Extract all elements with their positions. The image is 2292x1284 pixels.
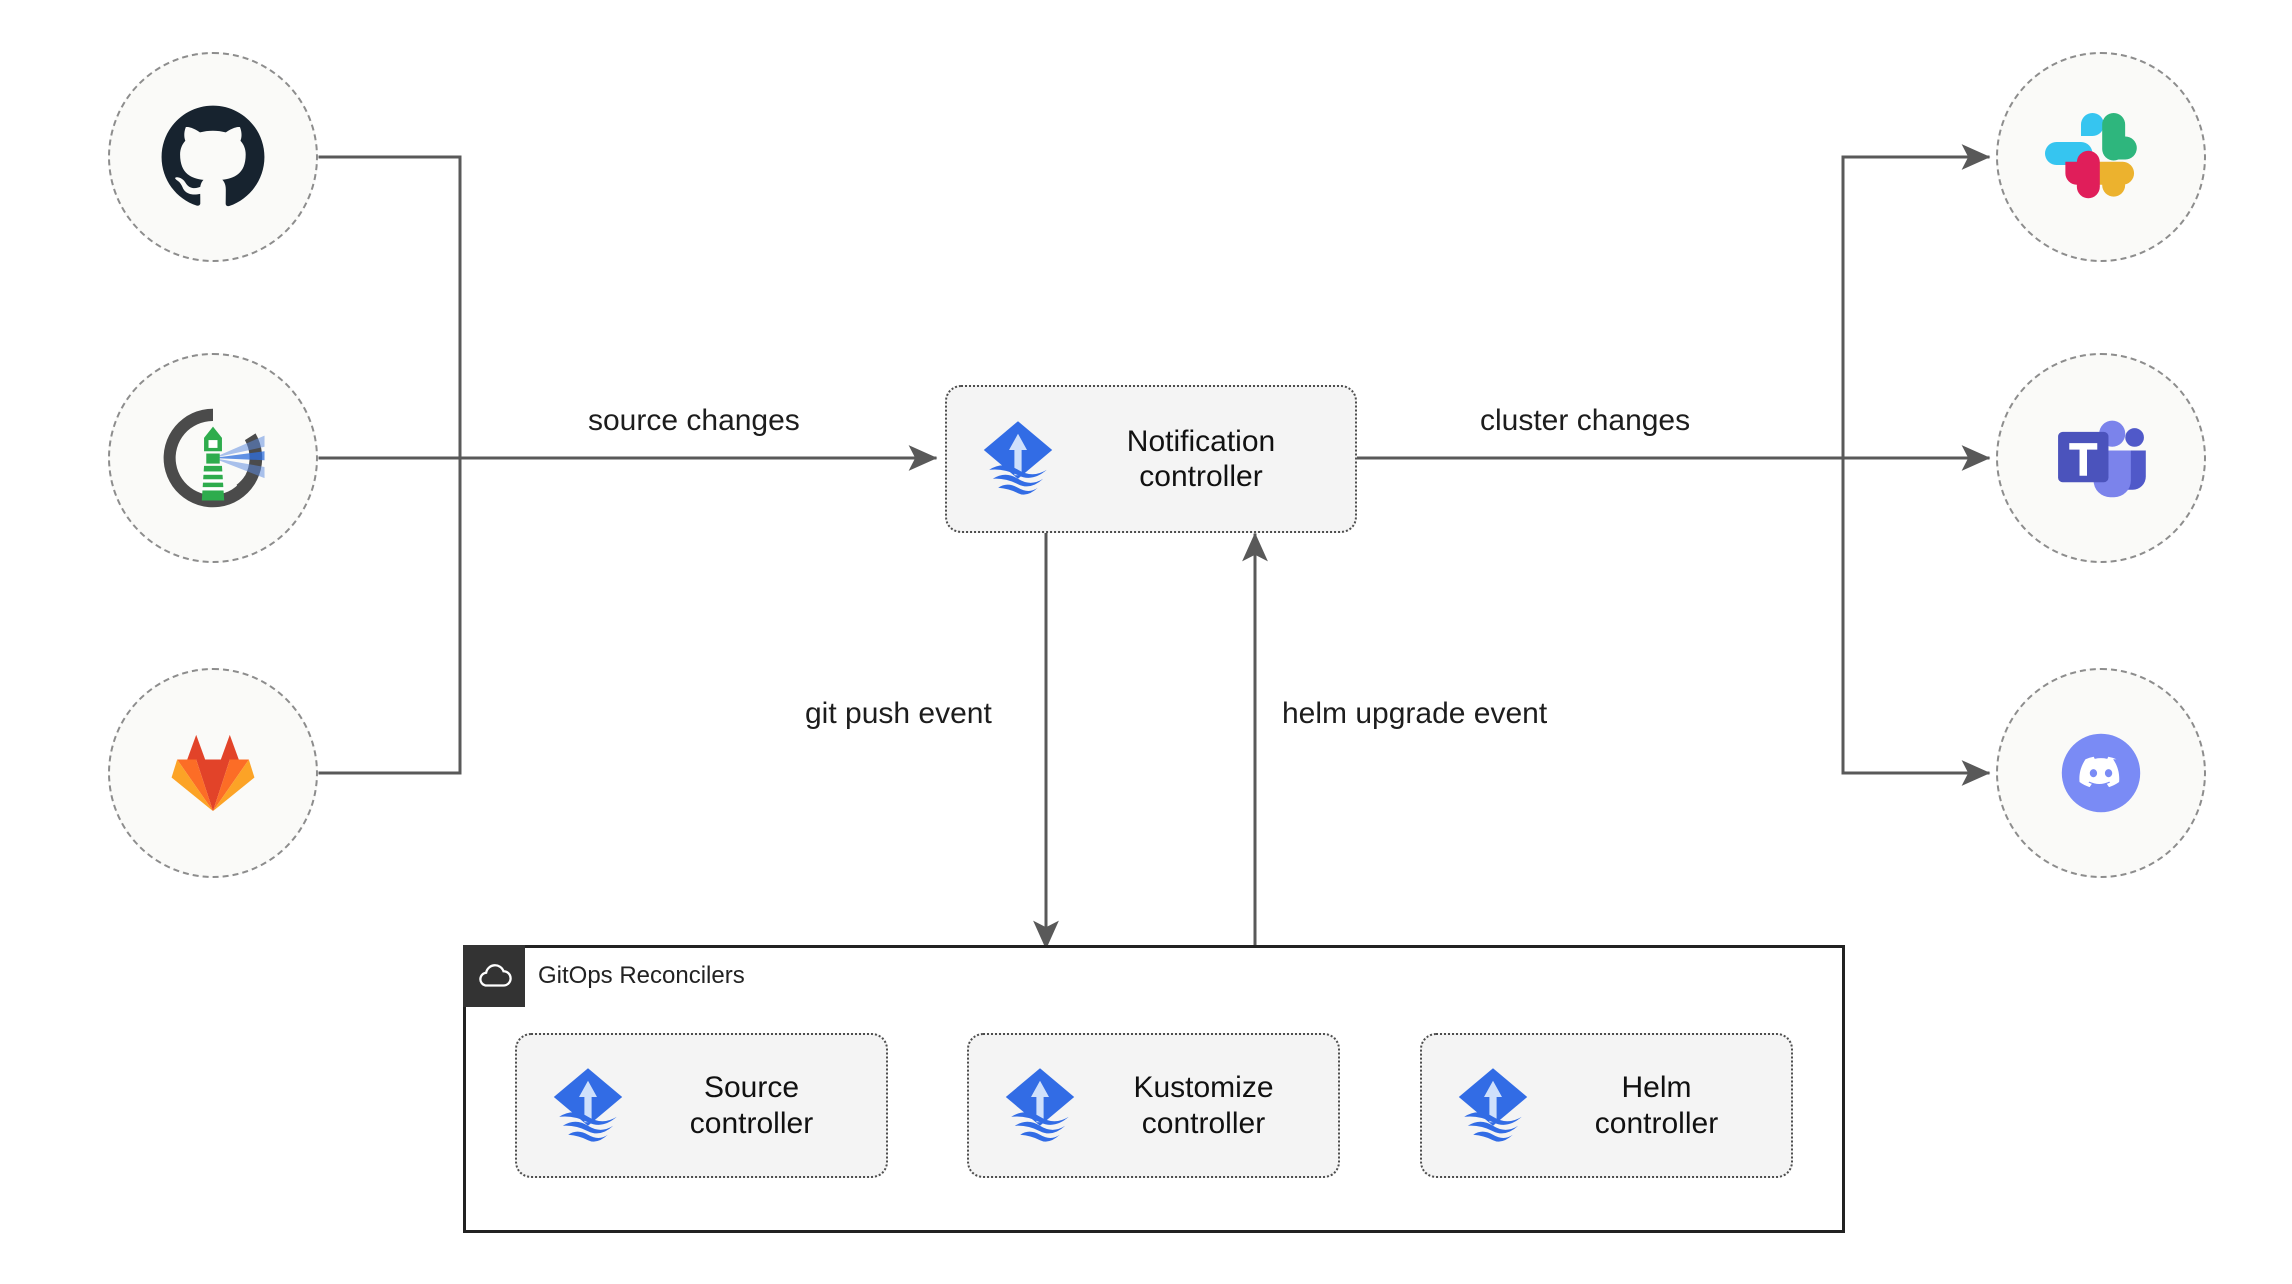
flux-icon (553, 1067, 623, 1142)
teams-icon (2058, 420, 2146, 498)
kustomize-controller-card[interactable]: Kustomize controller (967, 1033, 1340, 1178)
edge-label-source-changes: source changes (578, 404, 810, 438)
helm-controller-label: Helm controller (1594, 1071, 1719, 1140)
destination-node-teams[interactable] (1996, 353, 2206, 563)
flux-icon (1458, 1067, 1528, 1142)
notification-controller-label: Notification controller (1126, 424, 1276, 493)
flux-lighthouse-icon (163, 408, 265, 508)
source-node-github[interactable] (108, 52, 318, 262)
wire-source-bus (318, 155, 462, 775)
edge-label-helm-upgrade-event: helm upgrade event (1272, 697, 1558, 731)
source-node-flux[interactable] (108, 353, 318, 563)
github-icon (161, 105, 265, 207)
edge-label-git-push-event: git push event (795, 697, 1002, 731)
helm-controller-card[interactable]: Helm controller (1420, 1033, 1793, 1178)
flux-icon (983, 421, 1053, 495)
source-controller-card[interactable]: Source controller (515, 1033, 888, 1178)
source-node-gitlab[interactable] (108, 668, 318, 878)
flux-icon (1005, 1067, 1075, 1142)
edge-label-cluster-changes: cluster changes (1470, 404, 1701, 438)
cloud-glyph (479, 964, 512, 987)
cloud-icon (463, 945, 525, 1007)
slack-icon (2045, 113, 2137, 199)
kustomize-controller-label: Kustomize controller (1133, 1071, 1274, 1140)
destination-node-slack[interactable] (1996, 52, 2206, 262)
destination-node-discord[interactable] (1996, 668, 2206, 878)
discord-icon (2061, 733, 2141, 813)
source-controller-label: Source controller (689, 1071, 814, 1140)
gitlab-icon (171, 734, 255, 812)
notification-controller-card[interactable]: Notification controller (945, 385, 1357, 533)
group-title: GitOps Reconcilers (538, 962, 745, 989)
